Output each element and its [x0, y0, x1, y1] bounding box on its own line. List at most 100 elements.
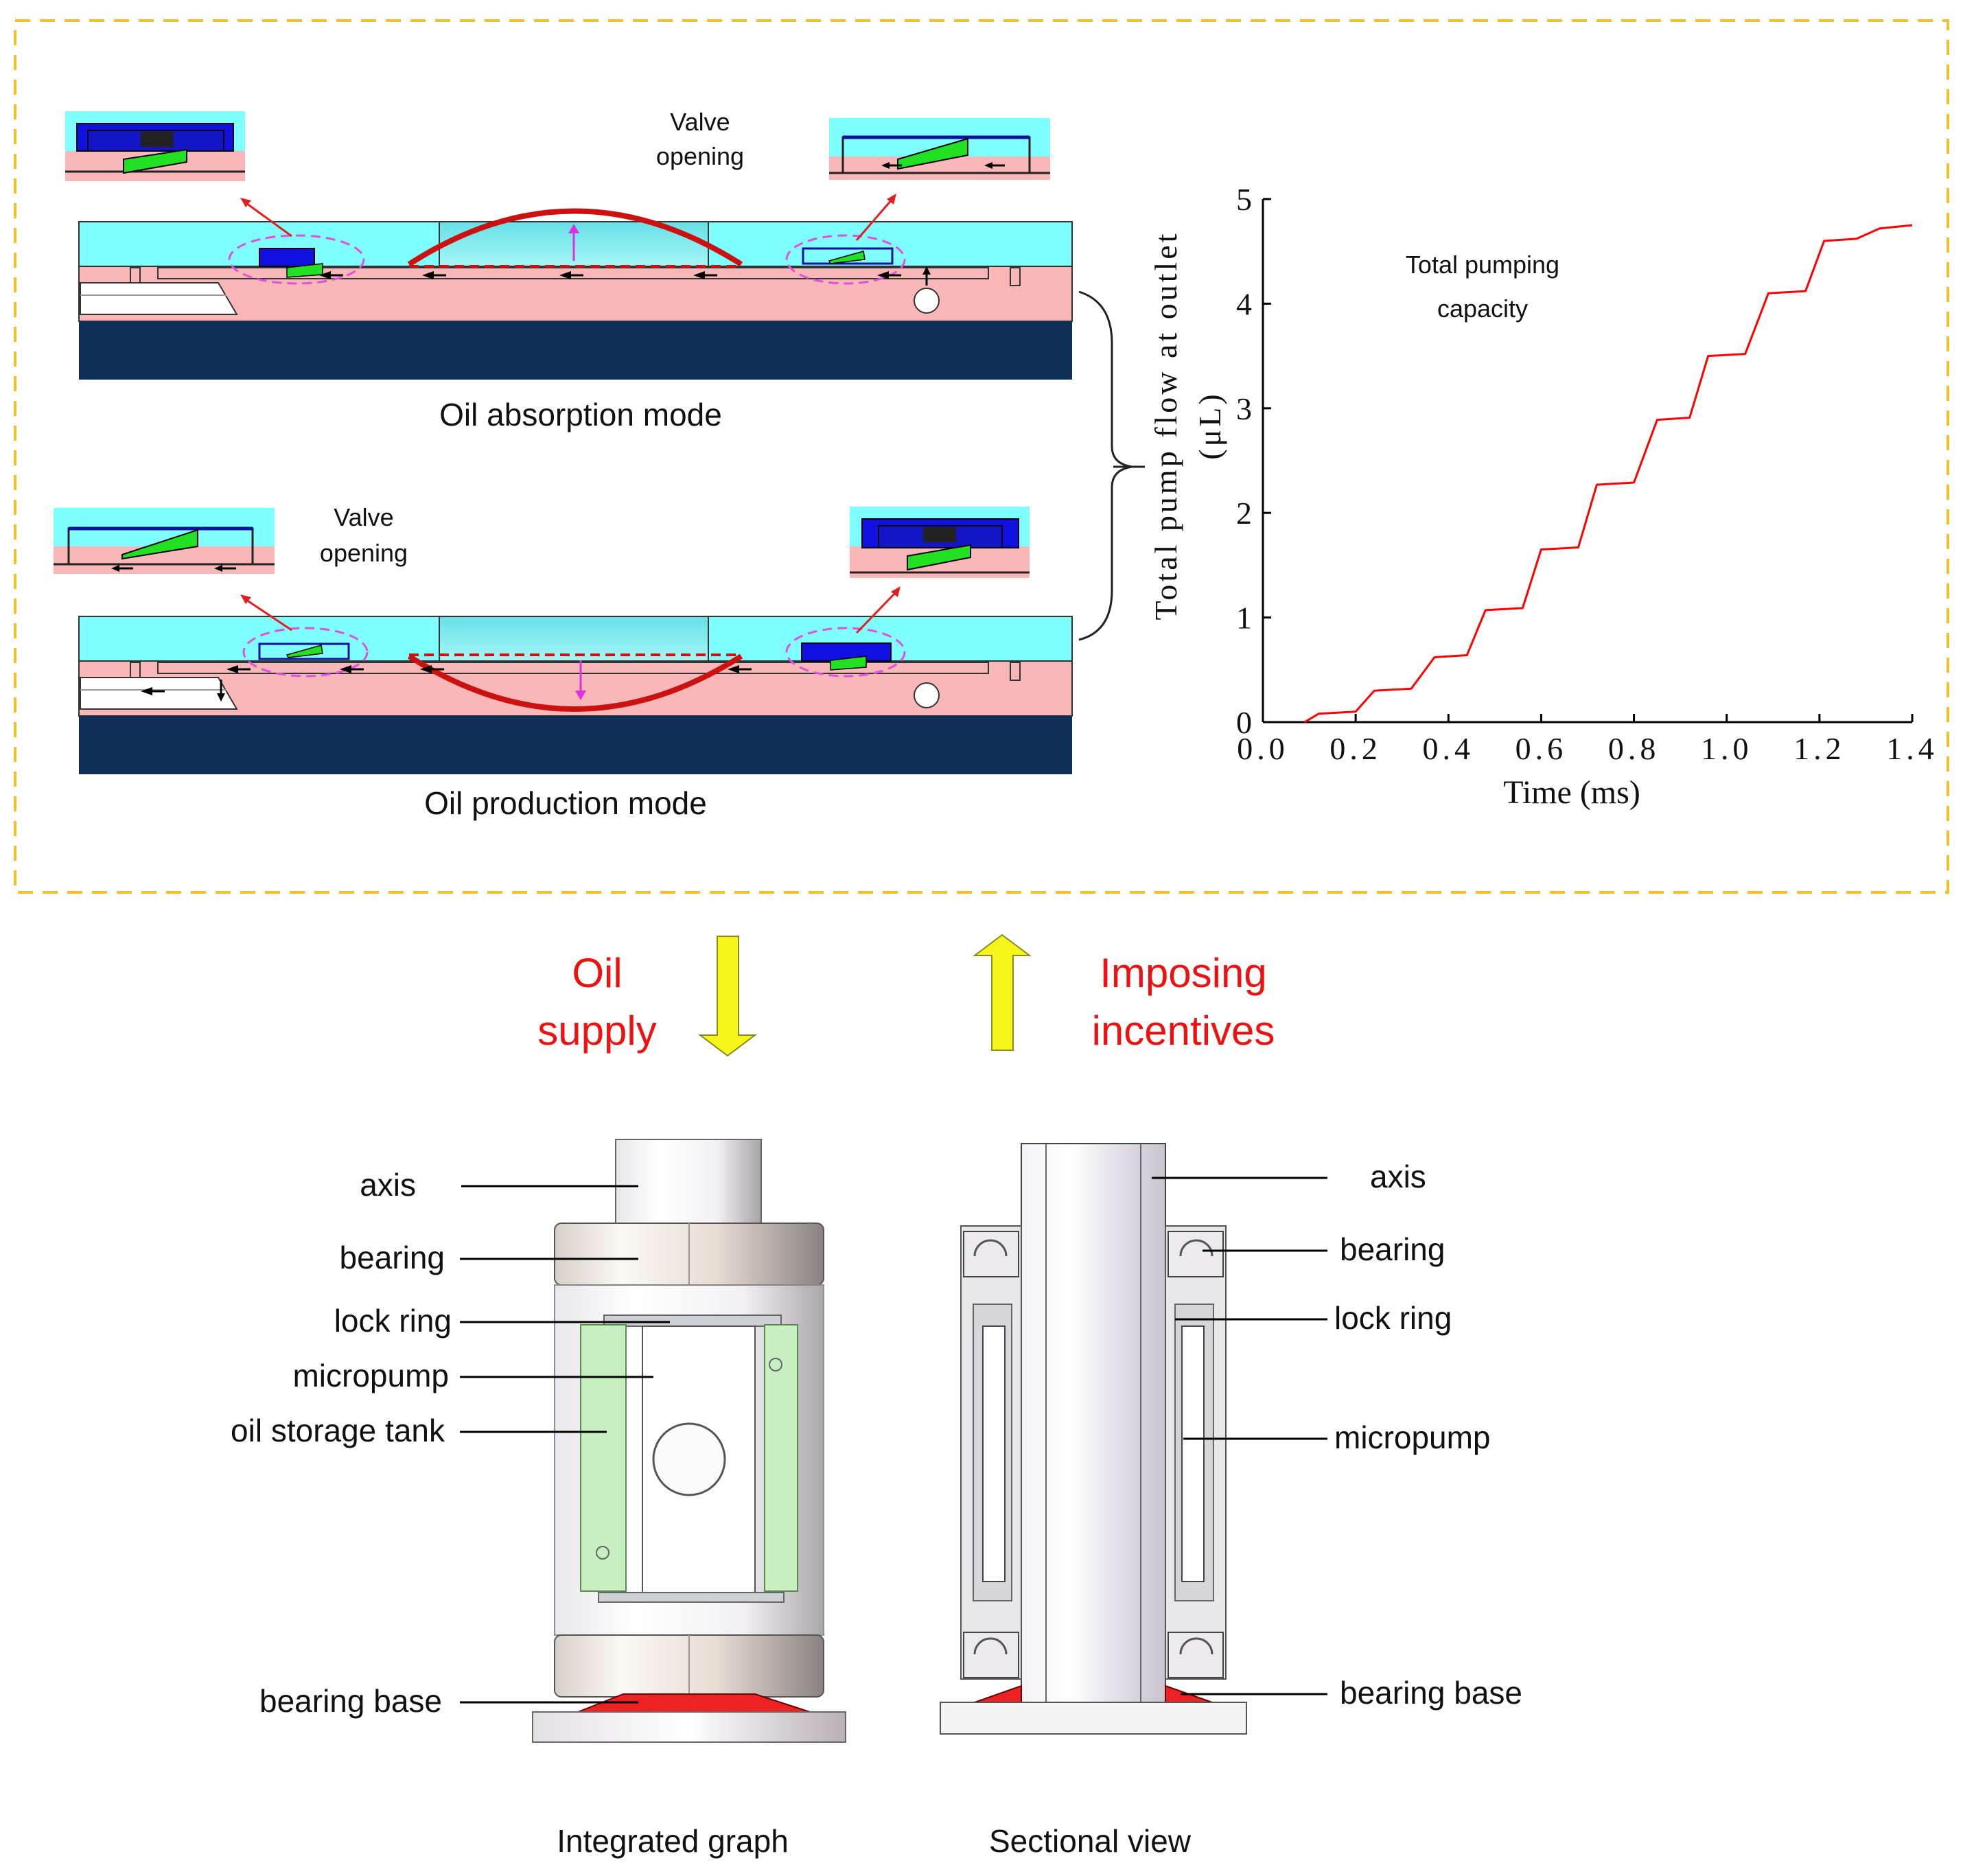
label-axis: axis: [1370, 1159, 1426, 1194]
label-bearing: bearing: [1340, 1231, 1445, 1267]
oil-tank-right: [764, 1324, 798, 1592]
membrane-bulge-up: [407, 208, 743, 267]
valve-opening-label-2b: opening: [320, 539, 408, 567]
outlet-valve-open: [802, 247, 894, 265]
zoom-inset-inlet-open: [54, 508, 275, 574]
outlet-slot: [1010, 662, 1021, 681]
x-tick-label: 1.4: [1886, 731, 1938, 766]
absorption-diagram: Valve opening Oil absorption mode: [65, 108, 1073, 432]
label-axis: axis: [360, 1167, 416, 1203]
up-arrow: [973, 934, 1032, 1051]
zoom-inset-outlet-closed: [850, 507, 1030, 578]
flow-arrows: [319, 266, 931, 286]
membrane-arrow-down-head: [575, 691, 586, 700]
micropump-left: [982, 1325, 1006, 1582]
label-bearing-base: bearing base: [259, 1683, 442, 1719]
flow-arrows: [141, 665, 752, 702]
series-line: [1304, 224, 1913, 723]
down-arrow: [698, 936, 757, 1057]
membrane-bulge-down: [407, 653, 743, 712]
x-tick-label: 0.0: [1237, 731, 1289, 766]
chart-annotation-line2: capacity: [1437, 294, 1528, 323]
oil-tank-left: [580, 1324, 627, 1592]
imposing-incentives-line2: incentives: [1092, 1008, 1275, 1054]
x-tick-label: 1.0: [1701, 731, 1753, 766]
bearing-base-plate: [532, 1711, 846, 1743]
callout-arrow-right-head: [887, 194, 896, 205]
bearing-base-left-red: [974, 1684, 1022, 1703]
oil-supply-line1: Oil: [572, 950, 622, 996]
zoom-inset-outlet-open: [829, 118, 1050, 180]
callout-arrow-left: [244, 597, 292, 632]
inlet-valve-highlight: [242, 627, 369, 678]
bearing-left-bottom-race: [973, 1637, 1008, 1655]
bearing-right-top: [1168, 1231, 1224, 1277]
callout-arrow-left-head: [240, 198, 251, 207]
membrane-arrow-up-head: [568, 224, 579, 233]
lock-ring-bottom: [598, 1592, 785, 1603]
micropump-port: [652, 1422, 726, 1496]
top-panel-frame: [14, 19, 1949, 894]
valve-opening-label-1b: opening: [656, 142, 744, 170]
integrated-graph: axis bearing lock ring micropump oil sto…: [231, 1139, 846, 1859]
x-tick-label: 0.6: [1515, 731, 1568, 766]
oil-reservoir: [80, 282, 238, 315]
callout-arrow-right: [855, 198, 894, 241]
outlet-port: [914, 288, 940, 314]
x-tick-label: 0.8: [1608, 731, 1660, 766]
label-lock-ring: lock ring: [1334, 1300, 1452, 1336]
bearing-right-bottom-race: [1179, 1637, 1213, 1655]
screw-right: [769, 1358, 782, 1371]
oil-supply-line2: supply: [537, 1008, 656, 1054]
caption-integrated: Integrated graph: [557, 1823, 789, 1859]
bearing-left-top: [963, 1231, 1019, 1277]
y-tick-label: 0: [1236, 705, 1252, 740]
imposing-incentives-line1: Imposing: [1100, 950, 1266, 996]
callout-arrow-left-head: [240, 594, 251, 604]
absorption-mode-label: Oil absorption mode: [439, 397, 722, 432]
callout-arrow-left: [244, 200, 292, 238]
y-tick-label: 4: [1236, 286, 1252, 321]
zoom-inset-inlet-closed: [65, 111, 245, 181]
substrate: [79, 321, 1072, 380]
substrate: [79, 716, 1072, 774]
lock-ring: [603, 1315, 782, 1327]
outlet-valve-flap: [830, 656, 867, 671]
production-mode-label: Oil production mode: [424, 785, 707, 821]
label-oil-storage-tank: oil storage tank: [231, 1413, 445, 1448]
y-tick-label: 2: [1236, 496, 1252, 531]
label-bearing-base: bearing base: [1340, 1675, 1522, 1711]
outlet-valve-flap: [828, 251, 866, 264]
inlet-valve-open: [258, 642, 350, 660]
pump-chamber: [439, 616, 709, 662]
outlet-valve-highlight: [785, 234, 906, 285]
y-tick-label: 1: [1236, 601, 1252, 636]
label-lock-ring: lock ring: [334, 1303, 452, 1339]
y-tick-label: 3: [1236, 391, 1252, 426]
inlet-valve-flap: [286, 645, 323, 658]
caption-sectional: Sectional view: [989, 1823, 1192, 1859]
bearing-left-top-race: [973, 1239, 1008, 1257]
inlet-valve-highlight: [228, 234, 365, 285]
callout-arrow-right: [855, 590, 898, 634]
outlet-valve-highlight: [785, 627, 906, 678]
inlet-valve-open: [259, 248, 315, 267]
x-axis-title: Time (ms): [1503, 774, 1640, 811]
valve-opening-label-1a: Valve: [670, 108, 730, 136]
oil-reservoir: [80, 677, 238, 710]
screw-left: [596, 1546, 609, 1560]
valve-opening-label-2a: Valve: [334, 503, 393, 531]
sectional-shaft: [1021, 1143, 1166, 1735]
sectional-view: axis bearing lock ring micropump bearing…: [940, 1143, 1522, 1859]
outlet-port: [914, 682, 940, 708]
bearing-left-bottom: [963, 1632, 1019, 1678]
label-micropump: micropump: [1334, 1420, 1491, 1455]
flow-channel: [157, 267, 989, 279]
callout-arrow-right-head: [891, 586, 901, 597]
bearing-right-bottom: [1168, 1632, 1224, 1678]
label-bearing: bearing: [340, 1240, 445, 1275]
sectional-base-plate: [940, 1702, 1247, 1735]
x-tick-label: 0.2: [1329, 731, 1382, 766]
